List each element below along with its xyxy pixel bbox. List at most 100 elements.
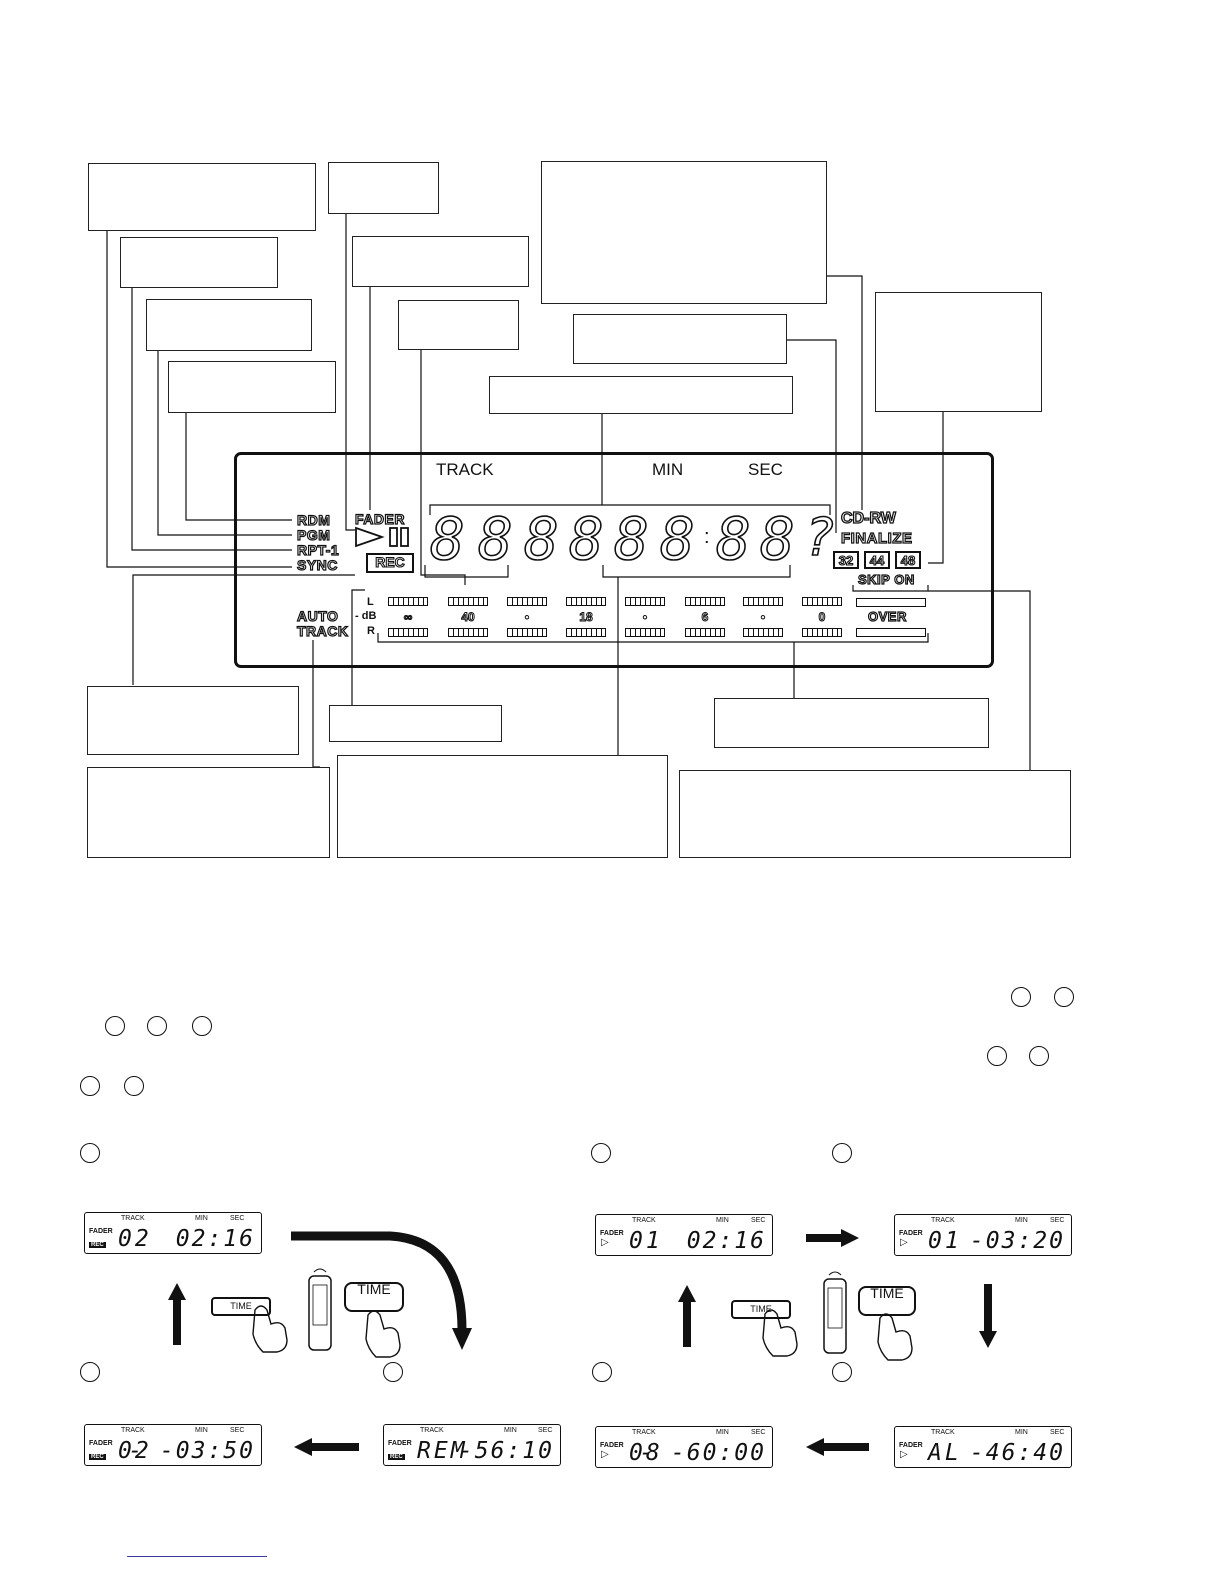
header-sec: SEC (748, 460, 783, 479)
colon-separator: : (704, 526, 710, 548)
step-circle (832, 1143, 852, 1163)
step-circle (1054, 987, 1074, 1007)
meter-scale-label: • (760, 610, 766, 625)
callout-finalize (573, 314, 787, 364)
segment-digit: 8 (568, 505, 605, 573)
skip-on-indicator: SKIP ON (857, 572, 915, 587)
play-icon: ▷ (900, 1449, 908, 1460)
callout-rpt1 (120, 237, 278, 288)
play-icon: ▷ (601, 1449, 609, 1460)
time-button-unit[interactable]: TIME (211, 1297, 271, 1316)
header-track: TRACK (436, 460, 494, 479)
mini-display-rec-remain-track: TRACK MIN SEC FADER REC 02 - -03:50 (84, 1424, 262, 1466)
over-label: OVER (867, 609, 907, 624)
meter-segment-l (448, 597, 488, 606)
callout-cdrw (541, 161, 827, 304)
meter-scale-label: ∞ (403, 610, 413, 625)
meter-segment-r (388, 628, 428, 637)
segment-digit: 8 (659, 505, 696, 573)
step-circle (80, 1076, 100, 1096)
step-circle (147, 1016, 167, 1036)
step-circle (80, 1362, 100, 1382)
auto-indicator: AUTO (296, 608, 339, 624)
lcd-display (234, 452, 994, 668)
header-min: MIN (652, 460, 684, 479)
step-circle (592, 1362, 612, 1382)
segment-question: ? (803, 508, 836, 568)
over-bar-bottom (856, 628, 926, 637)
mini-display-play-elapsed: TRACK MIN SEC FADER ▷ 01 02:16 (595, 1214, 773, 1256)
step-circle (80, 1143, 100, 1163)
rate-48: 48 (895, 551, 921, 569)
time-button-remote[interactable]: TIME (344, 1282, 404, 1312)
play-icon: ▷ (601, 1237, 609, 1248)
segment-digit: 8 (613, 505, 650, 573)
step-circle (105, 1016, 125, 1036)
rpt1-indicator: RPT-1 (296, 542, 340, 558)
mini-display-rec-remain-total: TRACK MIN SEC FADER REC REM -56:10 (383, 1424, 561, 1466)
callout-rates (875, 292, 1042, 412)
play-icon (355, 526, 385, 548)
callout-meter (714, 698, 989, 748)
callout-auto-track (87, 767, 330, 858)
mini-display-play-remain-all: TRACK MIN SEC FADER ▷ AL -46:40 (894, 1426, 1072, 1468)
rec-indicator: REC (366, 553, 414, 573)
segment-digit: 8 (429, 505, 466, 573)
meter-segment-r (507, 628, 547, 637)
rate-32: 32 (833, 551, 859, 569)
rate-44: 44 (864, 551, 890, 569)
meter-segment-l (685, 597, 725, 606)
meter-scale-label: 0 (818, 610, 826, 625)
callout-pgm (146, 299, 312, 351)
callout-skip (679, 770, 1071, 858)
step-circle (383, 1362, 403, 1382)
meter-segment-l (566, 597, 606, 606)
callout-fader (352, 236, 529, 287)
step-circle (832, 1362, 852, 1382)
meter-db-label: - dB (355, 610, 377, 622)
callout-rec (87, 686, 299, 755)
meter-segment-r (625, 628, 665, 637)
cdrw-indicator: CD-RW (840, 510, 896, 527)
meter-segment-r (448, 628, 488, 637)
meter-segment-l (507, 597, 547, 606)
step-circle (192, 1016, 212, 1036)
mini-display-play-total: TRACK MIN SEC FADER ▷ 08 - -60:00 (595, 1426, 773, 1468)
meter-segment-l (625, 597, 665, 606)
segment-digit: 8 (523, 505, 560, 573)
step-circle (124, 1076, 144, 1096)
callout-rdm (168, 361, 336, 413)
meter-l-label: L (367, 596, 374, 608)
meter-segment-r (685, 628, 725, 637)
callout-db (329, 705, 502, 742)
pause-icon (389, 527, 409, 547)
callout-sync (88, 163, 316, 231)
rdm-indicator: RDM (296, 512, 331, 528)
mini-display-play-remain-track: TRACK MIN SEC FADER ▷ 01 -03:20 (894, 1214, 1072, 1256)
pgm-indicator: PGM (296, 527, 331, 543)
segment-digit: 8 (759, 505, 796, 573)
callout-pause (398, 300, 519, 350)
step-circle (1029, 1046, 1049, 1066)
finalize-indicator: FINALIZE (840, 530, 913, 547)
meter-segment-r (802, 628, 842, 637)
time-button-unit[interactable]: TIME (731, 1300, 791, 1319)
footer-link-line (127, 1556, 267, 1557)
meter-scale-label: 40 (461, 610, 475, 625)
step-circle (987, 1046, 1007, 1066)
auto-track-indicator: TRACK (296, 623, 349, 639)
meter-r-label: R (367, 625, 375, 637)
meter-segment-l (388, 597, 428, 606)
meter-scale-label: • (524, 610, 530, 625)
step-circle (1011, 987, 1031, 1007)
meter-segment-r (566, 628, 606, 637)
fader-indicator: FADER (354, 511, 405, 527)
step-circle (591, 1143, 611, 1163)
time-button-remote[interactable]: TIME (858, 1286, 916, 1316)
segment-digit: 8 (477, 505, 514, 573)
play-icon: ▷ (900, 1237, 908, 1248)
meter-segment-l (802, 597, 842, 606)
meter-segment-l (743, 597, 783, 606)
mini-display-rec-elapsed: TRACK MIN SEC FADER REC 02 02:16 (84, 1212, 262, 1254)
